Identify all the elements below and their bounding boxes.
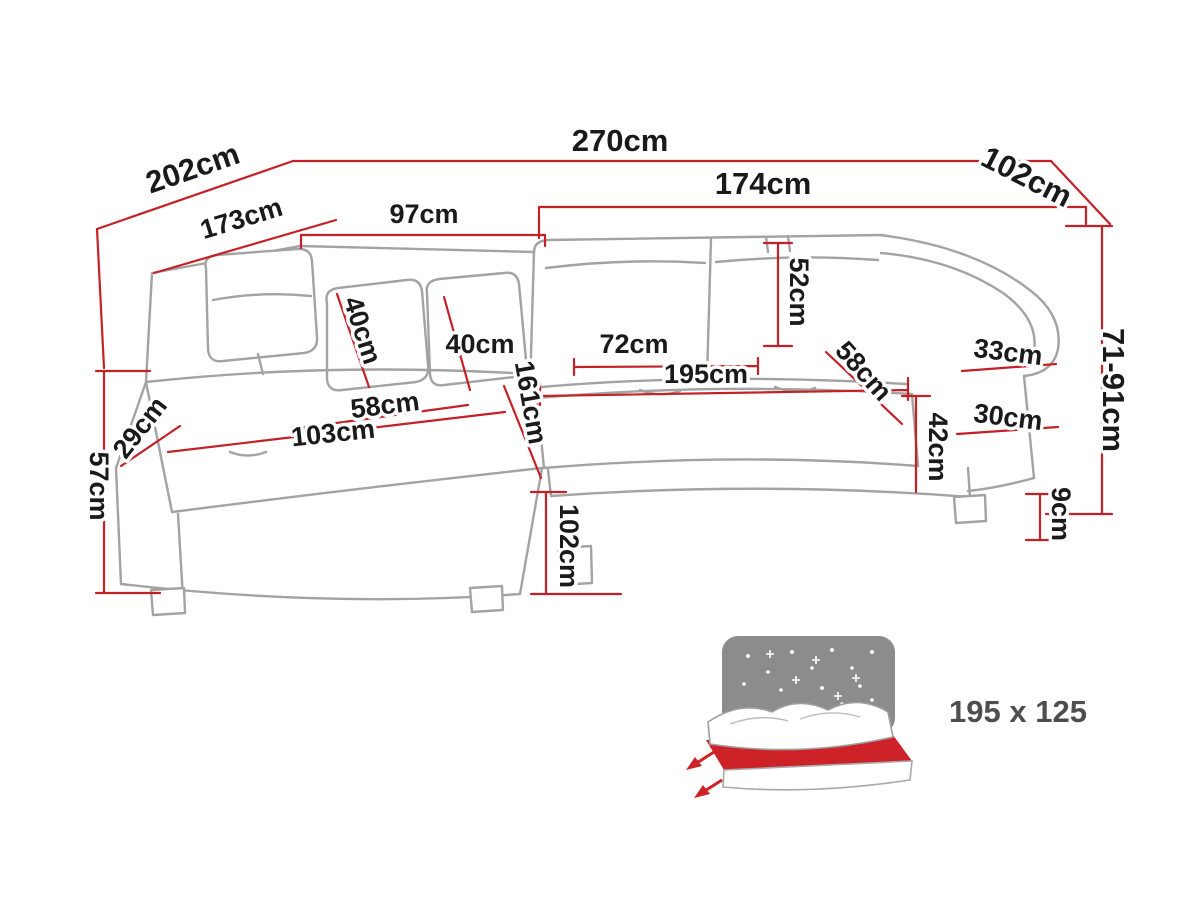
dim-label-left-depth: 202cm [141,136,244,201]
dim-line-97 [299,233,547,250]
dim-label-right-seat-width: 174cm [715,166,812,201]
dim-line-52 [762,241,794,348]
armrest-right-front [1022,374,1036,480]
dim-label-leg-height: 9cm [1046,487,1076,541]
headrest-support [256,352,265,376]
dim-line-40-right [442,295,472,392]
sofa-back-left-top [298,244,536,254]
dim-line-103 [166,410,507,454]
sofa-back-right-top [532,233,882,254]
dim-ext-left [95,227,106,370]
dim-line-9 [1024,492,1056,542]
chaise-left-seam [144,380,174,514]
dim-line-202 [95,159,295,231]
seat-back-seam [528,377,908,390]
armrest-right-bottom [966,476,1036,493]
chaise-left-outer [114,380,148,586]
dim-line-161 [502,384,543,480]
bed-blanket-folds [729,712,861,725]
dim-line-58-left [298,403,470,430]
sleeping-area-size-label: 195 x 125 [949,694,1087,729]
chaise-tuft-marks [228,428,368,457]
pillow-left-shape [325,278,430,392]
dim-label-seat-height: 42cm [923,412,953,481]
headrest-cushion [204,247,319,363]
dim-label-armrest-diagonal: 58cm [829,335,898,406]
unfold-arrows [686,750,723,798]
star-sparkles [766,650,860,700]
sofa-leg-front-left [149,586,187,617]
sofa-outline [114,233,1060,617]
dim-line-57 [94,369,162,595]
pillow-right-shape [425,271,528,387]
sofa-back-seam [705,237,713,380]
sofa-base-right [546,466,972,499]
dim-label-sleeping-length: 195cm [664,359,748,389]
sleeping-function-icon: 195 x 125 [686,636,1087,798]
chaise-front-seam [170,466,544,514]
bed-box-front [722,760,913,791]
dim-line-174 [537,205,1088,240]
dim-label-chaise-width: 103cm [290,414,377,453]
dim-label-right-depth: 102cm [976,139,1078,214]
sofa-leg-front-mid [468,584,505,614]
chaise-front-corner [176,512,185,600]
sofa-back-crease-right [714,256,880,264]
dim-line-33 [960,362,1058,373]
dim-line-173 [152,218,338,275]
seat-side-edges [535,392,920,470]
dim-line-58-right [824,350,904,426]
dim-label-chaise-inner: 173cm [197,192,286,245]
chaise-seat-back-seam [144,368,532,384]
dim-label-total-height: 71-91cm [1096,328,1131,452]
dim-label-total-width: 270cm [572,123,669,158]
bed-blanket [707,701,894,751]
dim-line-30 [955,425,1060,436]
headrest-crease [211,293,313,302]
dim-label-backrest-height: 52cm [784,257,814,326]
dim-line-195 [538,376,910,407]
dim-line-102-top [1049,159,1112,226]
dim-line-72 [572,356,760,377]
dim-label-left-front-height: 57cm [84,451,114,520]
seat-front-bottom [542,458,920,470]
dim-label-back-width: 97cm [389,199,458,229]
sofa-back-right-left-edge [528,250,536,390]
dim-line-40-left [335,292,371,389]
dim-label-pillow-right: 40cm [445,329,514,359]
dim-label-chaise-length: 161cm [509,358,553,446]
sofa-leg-right [952,493,988,525]
armrest-right-inner [879,251,1036,353]
dim-label-right-armrest-depth: 30cm [972,398,1044,436]
chaise-base [119,466,544,601]
dim-line-102-bottom [529,490,623,596]
dim-line-42 [900,394,932,494]
dim-label-chaise-front-height: 102cm [554,504,584,588]
dim-line-29 [119,424,182,468]
sofa-back-crease-left [544,260,707,270]
dim-line-71-91 [1044,224,1114,516]
sofa-leg-center [556,544,594,587]
dim-label-seat-depth: 72cm [599,329,668,359]
dimension-lines [94,159,1114,596]
